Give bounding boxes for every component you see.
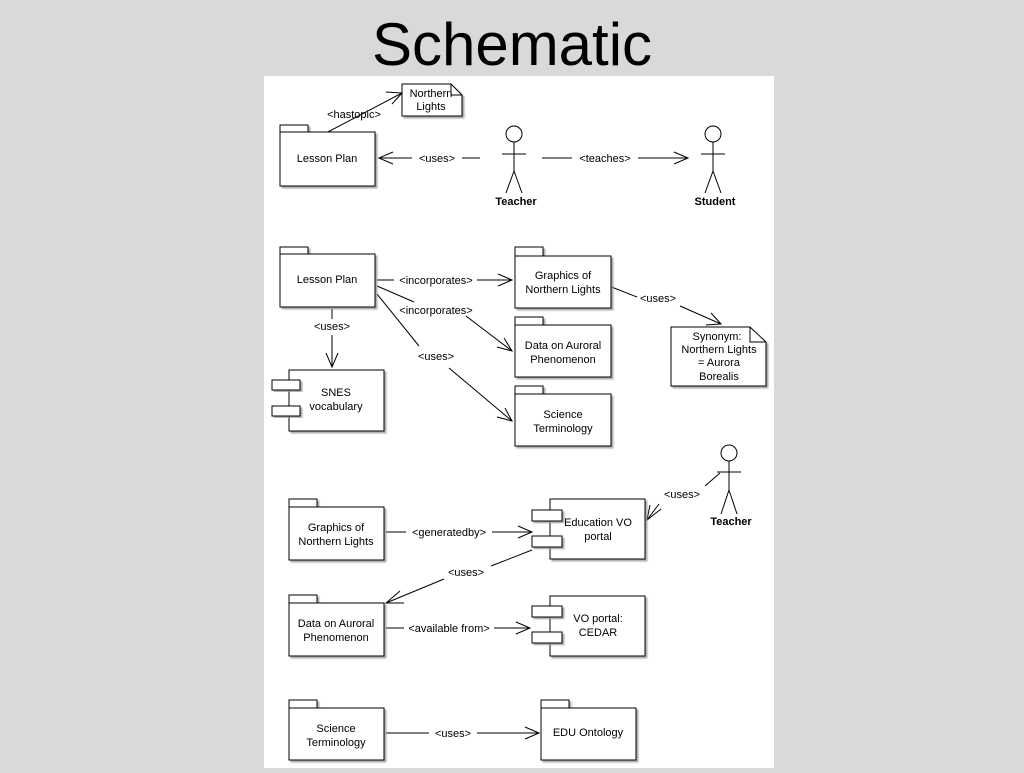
component-label-line-2: portal — [584, 531, 612, 543]
edge-label: <available from> — [408, 623, 489, 635]
package-label-line-1: Science — [543, 409, 582, 421]
edge-generatedby: <generatedby> — [386, 525, 534, 539]
edge-label: <incorporates> — [399, 275, 472, 287]
component-label-line-2: vocabulary — [309, 401, 363, 413]
component-label-line-1: VO portal: — [573, 613, 623, 625]
component-education-vo-portal: Education VO portal — [531, 498, 646, 560]
package-lesson-plan: Lesson Plan — [279, 124, 376, 187]
edge-incorporates-data: <incorporates> — [376, 285, 514, 352]
package-label-line-1: Data on Auroral — [298, 618, 374, 630]
edge-label: <incorporates> — [399, 305, 472, 317]
edge-uses-vocabulary: <uses> — [314, 309, 350, 369]
edge-label-hastopic: <hastopic> — [327, 109, 381, 121]
edge-hastopic: <hastopic> — [323, 91, 404, 135]
actor-label: Teacher — [495, 196, 537, 208]
edge-uses: <uses> — [377, 151, 480, 165]
edge-teaches: <teaches> — [542, 151, 690, 165]
package-label-line-2: Northern Lights — [525, 284, 601, 296]
diagram-1: Northern Lights <hastopic> Lesson Plan <… — [279, 83, 736, 208]
edge-label: <uses> — [664, 489, 700, 501]
note-line-4: Borealis — [699, 371, 739, 383]
diagram-4: <uses> Science Terminology EDU Ontology — [288, 699, 637, 761]
note-line-2: Northern Lights — [681, 344, 757, 356]
package-label-line-1: Science — [316, 723, 355, 735]
edge-uses-science: <uses> — [376, 293, 513, 422]
note-synonym: Synonym: Northern Lights = Aurora Boreal… — [670, 326, 767, 387]
edge-label-teaches: <teaches> — [579, 153, 630, 165]
actor-student: Student — [695, 125, 736, 208]
package-science-terminology: Science Terminology — [288, 699, 385, 761]
package-label-line-2: Northern Lights — [298, 536, 374, 548]
edge-label: <uses> — [640, 293, 676, 305]
package-label: Lesson Plan — [297, 274, 358, 286]
edge-uses-synonym: <uses> — [608, 285, 723, 326]
package-label-line-2: Phenomenon — [303, 632, 368, 644]
note-line-1: Northern — [410, 88, 453, 100]
edge-uses-ontology: <uses> — [386, 726, 541, 740]
package-label-line-2: Terminology — [533, 423, 593, 435]
note-northern-lights: Northern Lights — [401, 83, 463, 117]
package-graphics-northern-lights: Graphics of Northern Lights — [514, 246, 612, 309]
note-line-3: = Aurora — [698, 357, 741, 369]
diagram-3: <generatedby> <uses> <uses> <available f… — [288, 444, 752, 657]
diagram-canvas: Northern Lights <hastopic> Lesson Plan <… — [264, 76, 774, 768]
edge-uses-teacher: <uses> — [646, 472, 721, 522]
actor-teacher: Teacher — [495, 125, 537, 208]
package-label-line-2: Terminology — [306, 737, 366, 749]
package-label: Lesson Plan — [297, 153, 358, 165]
package-data-auroral: Data on Auroral Phenomenon — [514, 316, 612, 378]
package-graphics-northern-lights: Graphics of Northern Lights — [288, 498, 385, 561]
actor-label: Student — [695, 196, 736, 208]
note-line-1: Synonym: — [693, 331, 742, 343]
diagram-2: <incorporates> <incorporates> <uses> <us… — [271, 246, 767, 447]
actor-label: Teacher — [710, 516, 752, 528]
component-vo-portal-cedar: VO portal: CEDAR — [531, 595, 646, 657]
edge-label: <generatedby> — [412, 527, 486, 539]
edge-uses-data: <uses> — [384, 549, 533, 604]
note-line-2: Lights — [416, 101, 446, 113]
edge-label-uses: <uses> — [419, 153, 455, 165]
component-label-line-1: Education VO — [564, 517, 632, 529]
component-snes-vocabulary: SNES vocabulary — [271, 369, 385, 432]
edge-label: <uses> — [435, 728, 471, 740]
slide-title: Schematic — [371, 11, 653, 78]
edge-available-from: <available from> — [386, 621, 532, 635]
component-label-line-2: CEDAR — [579, 627, 618, 639]
edge-label: <uses> — [448, 567, 484, 579]
edge-incorporates-graphics: <incorporates> — [377, 273, 514, 287]
package-label-line-2: Phenomenon — [530, 354, 595, 366]
package-label: EDU Ontology — [553, 727, 624, 739]
edge-label: <uses> — [418, 351, 454, 363]
package-lesson-plan: Lesson Plan — [279, 246, 376, 308]
package-edu-ontology: EDU Ontology — [540, 699, 637, 761]
package-label-line-1: Graphics of — [308, 522, 365, 534]
edge-label: <uses> — [314, 321, 350, 333]
package-label-line-1: Graphics of — [535, 270, 592, 282]
package-label-line-1: Data on Auroral — [525, 340, 601, 352]
actor-teacher: Teacher — [710, 444, 752, 528]
component-label-line-1: SNES — [321, 387, 351, 399]
package-data-auroral: Data on Auroral Phenomenon — [288, 594, 385, 657]
package-science-terminology: Science Terminology — [514, 385, 612, 447]
